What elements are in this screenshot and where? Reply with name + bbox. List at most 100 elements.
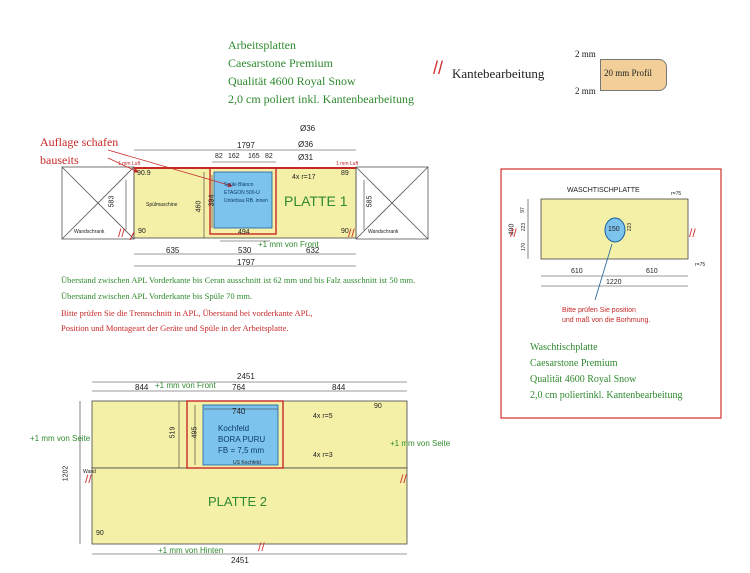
- edge-label: Kantebearbeitung: [452, 66, 545, 81]
- wt-dim-223a: 223: [521, 222, 528, 232]
- p2-dim-r3: 4x r=3: [313, 452, 333, 459]
- edge-marker-icon: //: [118, 226, 125, 240]
- hob-line-1: Kochfeld: [218, 424, 250, 433]
- p1-dim-d36b: Ø36: [298, 140, 314, 149]
- profile-label: 20 mm Profil: [604, 68, 653, 78]
- p2-dim-519: 519: [169, 426, 177, 439]
- p2-dim-r5: 4x r=5: [313, 413, 333, 420]
- p2-mount: US Kochfeld: [233, 460, 261, 466]
- p1-luft-left: 1 mm Luft: [118, 161, 141, 167]
- hob-line-2: BORA PURU: [218, 435, 266, 444]
- wt-info-3: Qualität 4600 Royal Snow: [530, 374, 637, 385]
- p1-sink-label: Spüle Blanco ETAGON 500-U Unterbau RB. i…: [224, 181, 268, 205]
- notes-green: Überstand zwischen APL Vorderkante bis C…: [61, 272, 415, 304]
- wt-dim-170: 170: [521, 242, 528, 252]
- p2-dim-844r: 844: [332, 383, 346, 392]
- note-green-1: Überstand zwischen APL Vorderkante bis C…: [61, 275, 416, 285]
- p2-side-left: +1 mm von Seite: [30, 434, 91, 443]
- material-line-3: Qualität 4600 Royal Snow: [228, 74, 356, 88]
- p1-dim-82b: 82: [265, 153, 273, 160]
- sink-cutout: [209, 167, 277, 235]
- edge-marker-icon: //: [348, 226, 355, 240]
- p1-dim-radius: 4x r=17: [292, 174, 316, 181]
- p2-dim-90a: 90: [374, 403, 382, 410]
- plate2-title: PLATTE 2: [208, 494, 268, 509]
- p1-dim-494: 494: [238, 229, 250, 236]
- wt-dim-150: 150: [608, 226, 620, 233]
- waschtisch-frame: [500, 168, 722, 419]
- auflage-line-2: bauseits: [40, 153, 79, 167]
- p2-front: +1 mm von Front: [155, 381, 216, 390]
- auflage-line-1: Auflage schafen: [40, 135, 119, 149]
- wt-r75a: r=75: [671, 191, 682, 197]
- sink-basin: [213, 171, 273, 229]
- material-line-2: Caesarstone Premium: [228, 56, 333, 70]
- p2-hob-label: Kochfeld BORA PURU FB = 7,5 mm: [218, 423, 265, 456]
- edge-marker-icon: //: [258, 540, 265, 554]
- sink-line-3: Unterbau RB. innen: [224, 198, 268, 204]
- p2-dim-total-top: 2451: [237, 372, 255, 381]
- plate1-title: PLATTE 1: [284, 193, 348, 209]
- p2-dim-total-bottom: 2451: [231, 556, 249, 565]
- note-red-1: Bitte prüfen Sie die Trennschnitt in APL…: [61, 308, 313, 318]
- wt-r75b: r=75: [695, 262, 706, 268]
- p1-dim-394: 394: [208, 194, 216, 207]
- p2-dim-90b: 90: [96, 530, 104, 537]
- edge-marker-icon: //: [400, 472, 407, 486]
- wt-info-2: Caesarstone Premium: [530, 358, 618, 369]
- p2-dim-844l: 844: [135, 383, 149, 392]
- p1-dim-total-top: 1797: [237, 141, 255, 150]
- material-line-1: Arbeitsplatten: [228, 38, 296, 52]
- p1-wall-right: Wandschrank: [368, 229, 399, 235]
- wt-dim-1220: 1220: [606, 279, 622, 286]
- p1-dim-909: 90.9: [137, 170, 151, 177]
- p1-dim-total-bottom: 1797: [237, 258, 255, 267]
- p1-dim-162: 162: [228, 153, 240, 160]
- p1-luft-right: 1 mm Luft: [336, 161, 359, 167]
- material-line-4: 2,0 cm poliert inkl. Kantenbearbeitung: [228, 92, 414, 106]
- p2-dim-1202: 1202: [62, 465, 70, 482]
- wt-info-1: Waschtischplatte: [530, 342, 598, 353]
- p1-dim-82a: 82: [215, 153, 223, 160]
- p1-dim-530: 530: [238, 246, 252, 255]
- p2-side-right: +1 mm von Seite: [390, 439, 451, 448]
- p1-wall-left: Wandschrank: [74, 229, 105, 235]
- waschtisch-hole: [604, 217, 626, 243]
- p2-dim-495: 495: [191, 426, 199, 439]
- p1-spuelmaschine: Spülmaschine: [146, 202, 178, 208]
- p1-dim-460: 460: [195, 200, 203, 213]
- wt-check: Bitte prüfen Sie position und maß von di…: [562, 306, 650, 326]
- hob-cutout: [202, 404, 279, 466]
- p1-dim-d36a: Ø36: [300, 124, 316, 133]
- wt-check-2: und maß von die Borhmung.: [562, 317, 651, 324]
- p1-dim-583: 583: [108, 195, 116, 208]
- p2-dim-740: 740: [232, 407, 246, 416]
- p2-wall: Wand: [83, 469, 96, 475]
- p1-dim-d31: Ø31: [298, 153, 314, 162]
- wt-check-1: Bitte prüfen Sie position: [562, 307, 636, 314]
- p1-front: +1 mm von Front: [258, 240, 319, 249]
- profile-sample: [600, 59, 667, 91]
- wt-dim-610r: 610: [646, 268, 658, 275]
- p1-dim-585: 585: [366, 195, 374, 208]
- notes-red: Bitte prüfen Sie die Trennschnitt in APL…: [61, 306, 313, 336]
- note-green-2: Überstand zwischen APL Vorderkante bis S…: [61, 291, 253, 301]
- profile-top-label: 2 mm: [575, 49, 596, 59]
- sink-line-2: ETAGON 500-U: [224, 190, 260, 196]
- p2-dim-764: 764: [232, 383, 246, 392]
- edge-marker-icon: //: [689, 226, 696, 240]
- wt-info-4: 2,0 cm poliertinkl. Kantenbearbeitung: [530, 390, 683, 401]
- wt-dim-610l: 610: [571, 268, 583, 275]
- p1-dim-632: 632: [306, 246, 320, 255]
- p1-dim-90l: 90: [138, 228, 146, 235]
- p2-back: +1 mm von Hinten: [158, 546, 224, 555]
- wt-title: WASCHTISCHPLATTE: [567, 187, 640, 194]
- auflage-label: Auflage schafen bauseits: [40, 133, 118, 169]
- wt-info: Waschtischplatte Caesarstone Premium Qua…: [530, 340, 682, 404]
- p1-dim-89: 89: [341, 170, 349, 177]
- p1-dim-90r: 90: [341, 228, 349, 235]
- plate2-main: [91, 467, 408, 545]
- sink-line-1: Spüle Blanco: [224, 182, 254, 188]
- profile-bottom-label: 2 mm: [575, 86, 596, 96]
